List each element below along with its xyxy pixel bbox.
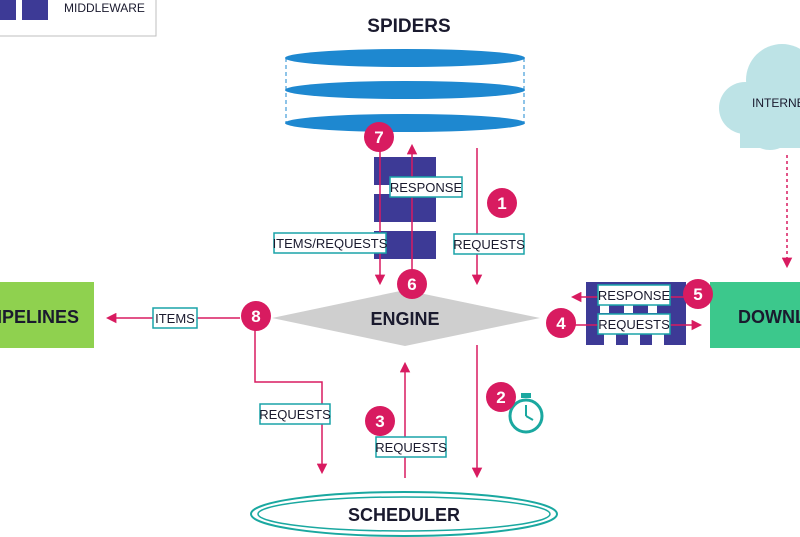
svg-text:ITEMS: ITEMS	[155, 311, 195, 326]
spiders-title: SPIDERS	[367, 16, 450, 37]
legend: MIDDLEWARE	[0, 0, 157, 37]
label-requests-downloader: REQUESTS	[597, 313, 671, 335]
pipelines-box	[0, 282, 94, 348]
label-items-requests: ITEMS/REQUESTS	[273, 232, 388, 254]
spiders-stack	[285, 49, 525, 132]
internet-label: INTERNE	[752, 96, 800, 110]
svg-text:REQUESTS: REQUESTS	[453, 237, 525, 252]
svg-text:5: 5	[693, 285, 702, 304]
svg-text:ITEMS/REQUESTS: ITEMS/REQUESTS	[273, 236, 388, 251]
label-requests-scheduler: REQUESTS	[375, 436, 447, 458]
label-response-spider: RESPONSE	[389, 176, 463, 198]
svg-text:RESPONSE: RESPONSE	[390, 180, 463, 195]
label-requests-spider: REQUESTS	[453, 233, 525, 255]
internet-cloud	[719, 44, 800, 150]
svg-text:1: 1	[497, 194, 506, 213]
step-7-badge: 7	[364, 122, 394, 152]
downloader-label: DOWNLO	[738, 307, 800, 327]
svg-text:2: 2	[496, 388, 505, 407]
step-6-badge: 6	[397, 269, 427, 299]
svg-text:REQUESTS: REQUESTS	[375, 440, 447, 455]
label-items: ITEMS	[152, 307, 198, 329]
stopwatch-icon	[508, 393, 544, 434]
legend-middleware-label: MIDDLEWARE	[64, 1, 145, 15]
spider-middleware	[374, 157, 436, 259]
downloader-box	[710, 282, 800, 348]
svg-text:7: 7	[374, 128, 383, 147]
step-5-badge: 5	[683, 279, 713, 309]
legend-swatch	[0, 0, 16, 20]
step-8-badge: 8	[241, 301, 271, 331]
legend-swatch	[22, 0, 48, 20]
svg-text:4: 4	[556, 314, 566, 333]
step-2-badge: 2	[486, 382, 516, 412]
scheduler-ellipse	[250, 491, 558, 537]
step-3-badge: 3	[365, 406, 395, 436]
step-1-badge: 1	[487, 188, 517, 218]
label-response-downloader: RESPONSE	[597, 284, 671, 306]
pipelines-label: PIPELINES	[0, 307, 79, 327]
svg-text:REQUESTS: REQUESTS	[259, 407, 331, 422]
label-requests-pipeline: REQUESTS	[259, 403, 331, 425]
engine-label: ENGINE	[370, 309, 439, 329]
svg-text:3: 3	[375, 412, 384, 431]
svg-text:8: 8	[251, 307, 260, 326]
engine-diamond	[272, 290, 540, 346]
svg-text:REQUESTS: REQUESTS	[598, 317, 670, 332]
svg-text:RESPONSE: RESPONSE	[598, 288, 671, 303]
svg-text:6: 6	[407, 275, 416, 294]
step-4-badge: 4	[546, 308, 576, 338]
arrow-requests-to-scheduler	[254, 330, 328, 475]
scheduler-label: SCHEDULER	[348, 505, 460, 525]
